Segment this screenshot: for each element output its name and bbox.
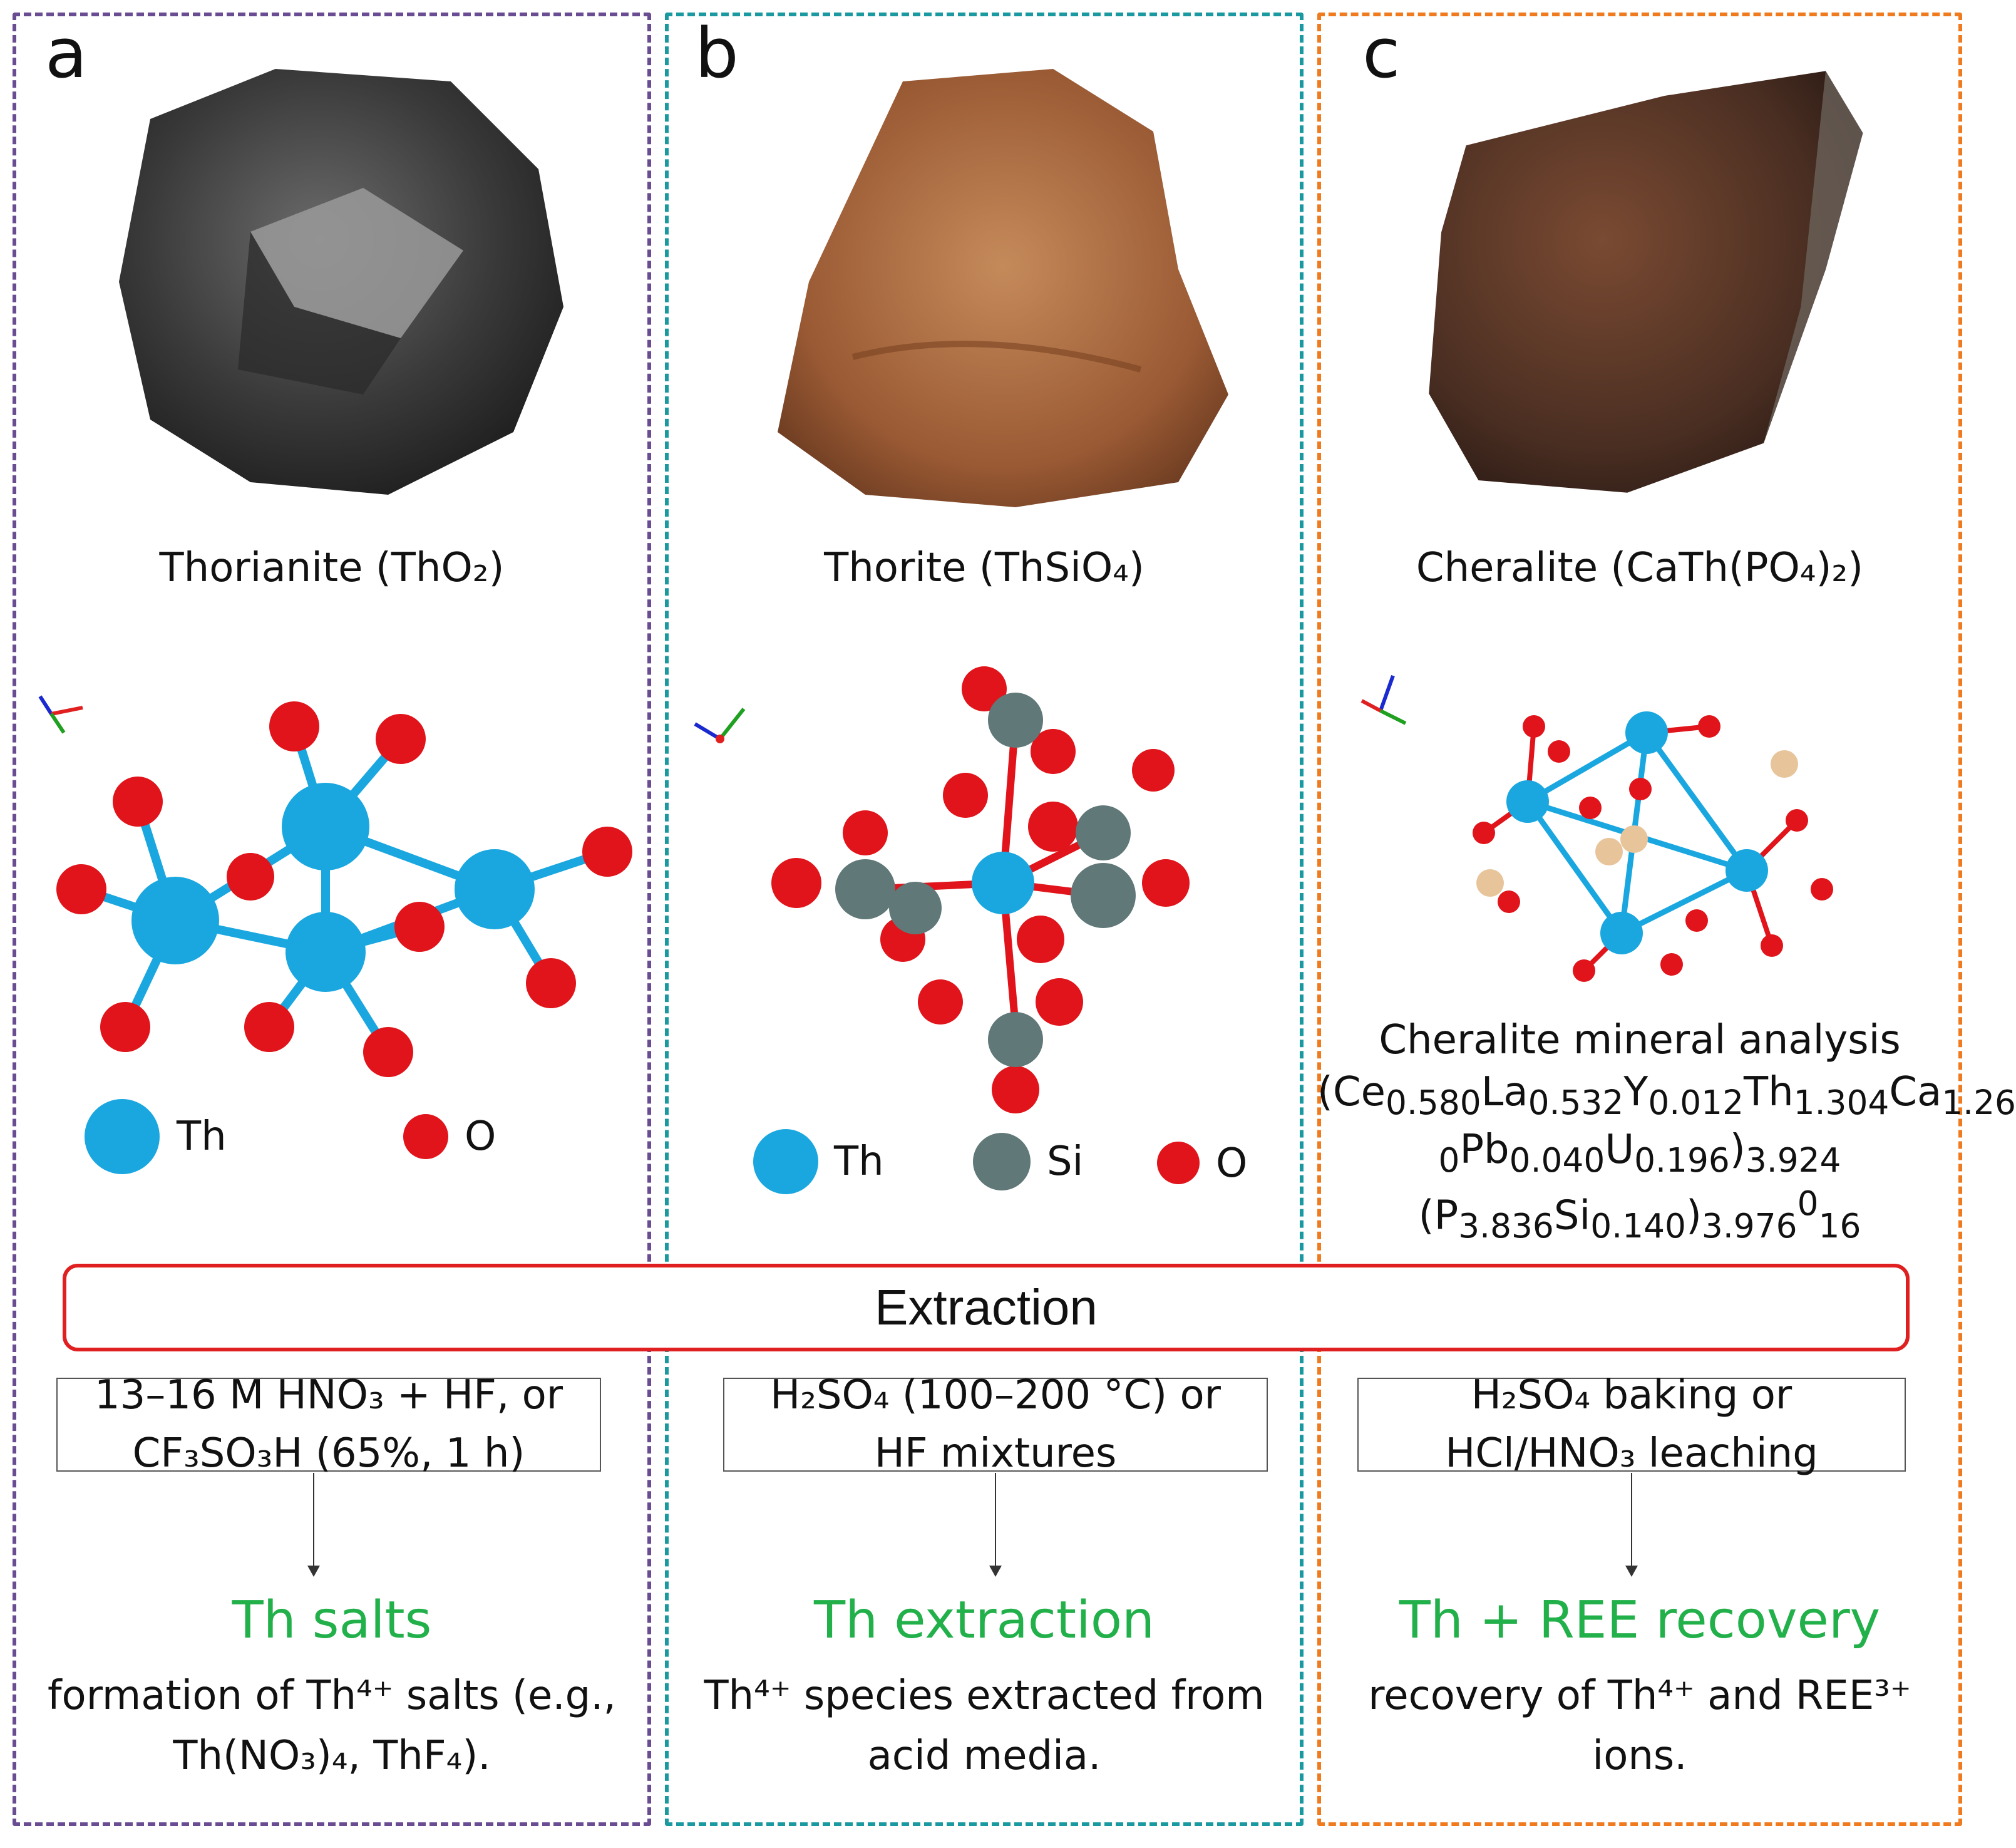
legend-si: Si (970, 1130, 1083, 1193)
axis-triad-icon (694, 708, 746, 743)
mineral-name-thorianite: Thorianite (ThO₂) (159, 545, 505, 591)
mineral-name-cheralite: Cheralite (CaTh(PO₄)₂) (1416, 545, 1864, 591)
panel-a (13, 13, 651, 1826)
panel-letter-b: b (695, 13, 739, 93)
outcome-a: Th salts (232, 1591, 432, 1650)
arrow-head-b (989, 1566, 1002, 1577)
si-atom-icon (973, 1133, 1031, 1190)
panel-letter-a: a (45, 13, 88, 93)
panel-letter-c: c (1362, 13, 1401, 93)
thorianite-crystal-structure (56, 701, 632, 1077)
arrow-head-c (1625, 1566, 1638, 1577)
cheralite-rock-image (1429, 71, 1863, 493)
th-atom-icon (753, 1129, 818, 1194)
description-a: formation of Th⁴⁺ salts (e.g., Th(NO₃)₄,… (48, 1673, 616, 1779)
mineral-name-thorite: Thorite (ThSiO₄) (824, 545, 1144, 591)
thorianite-rock-image (119, 69, 563, 495)
description-b: Th⁴⁺ species extracted from acid media. (704, 1673, 1265, 1779)
cheralite-analysis: Cheralite mineral analysis (Ce0.580La0.5… (1317, 1014, 2016, 1248)
cheralite-formula-line-1: (Ce0.580La0.532Y0.012Th1.304Ca1.26 (1317, 1069, 2016, 1122)
arrow-head-a (307, 1566, 320, 1577)
legend-o: O (1155, 1140, 1247, 1187)
conditions-box-a: 13–16 M HNO₃ + HF, or CF₃SO₃H (65%, 1 h) (56, 1372, 601, 1477)
thorite-crystal-structure (771, 666, 1190, 1113)
cheralite-formula-line-3: (P3.836Si0.140)3.976016 (1418, 1184, 1861, 1246)
extraction-banner: Extraction (63, 1264, 1910, 1351)
legend-th: Th (81, 1096, 227, 1177)
thorite-rock-image (778, 69, 1228, 507)
outcome-c: Th + REE recovery (1399, 1591, 1881, 1650)
legend-o: O (401, 1112, 496, 1162)
outcome-b: Th extraction (814, 1591, 1155, 1650)
cheralite-analysis-title: Cheralite mineral analysis (1379, 1017, 1901, 1063)
panel-c (1317, 13, 1962, 1826)
description-c: recovery of Th⁴⁺ and REE³⁺ ions. (1368, 1673, 1911, 1779)
cheralite-crystal-structure (1473, 711, 1833, 982)
o-atom-icon (403, 1114, 448, 1159)
arrow-b (995, 1473, 996, 1567)
arrow-a (313, 1473, 314, 1567)
cheralite-formula-line-2: 0Pb0.040U0.196)3.924 (1438, 1127, 1841, 1180)
arrow-c (1631, 1473, 1632, 1567)
axis-triad-icon (38, 695, 83, 734)
th-atom-icon (85, 1099, 160, 1174)
o-atom-icon (1157, 1142, 1200, 1184)
legend-th: Th (751, 1127, 884, 1196)
conditions-box-b: H₂SO₄ (100–200 °C) or HF mixtures (723, 1372, 1268, 1477)
panel-b (665, 13, 1304, 1826)
conditions-box-c: H₂SO₄ baking or HCl/HNO₃ leaching (1357, 1372, 1906, 1477)
axis-triad-icon (1360, 674, 1407, 725)
